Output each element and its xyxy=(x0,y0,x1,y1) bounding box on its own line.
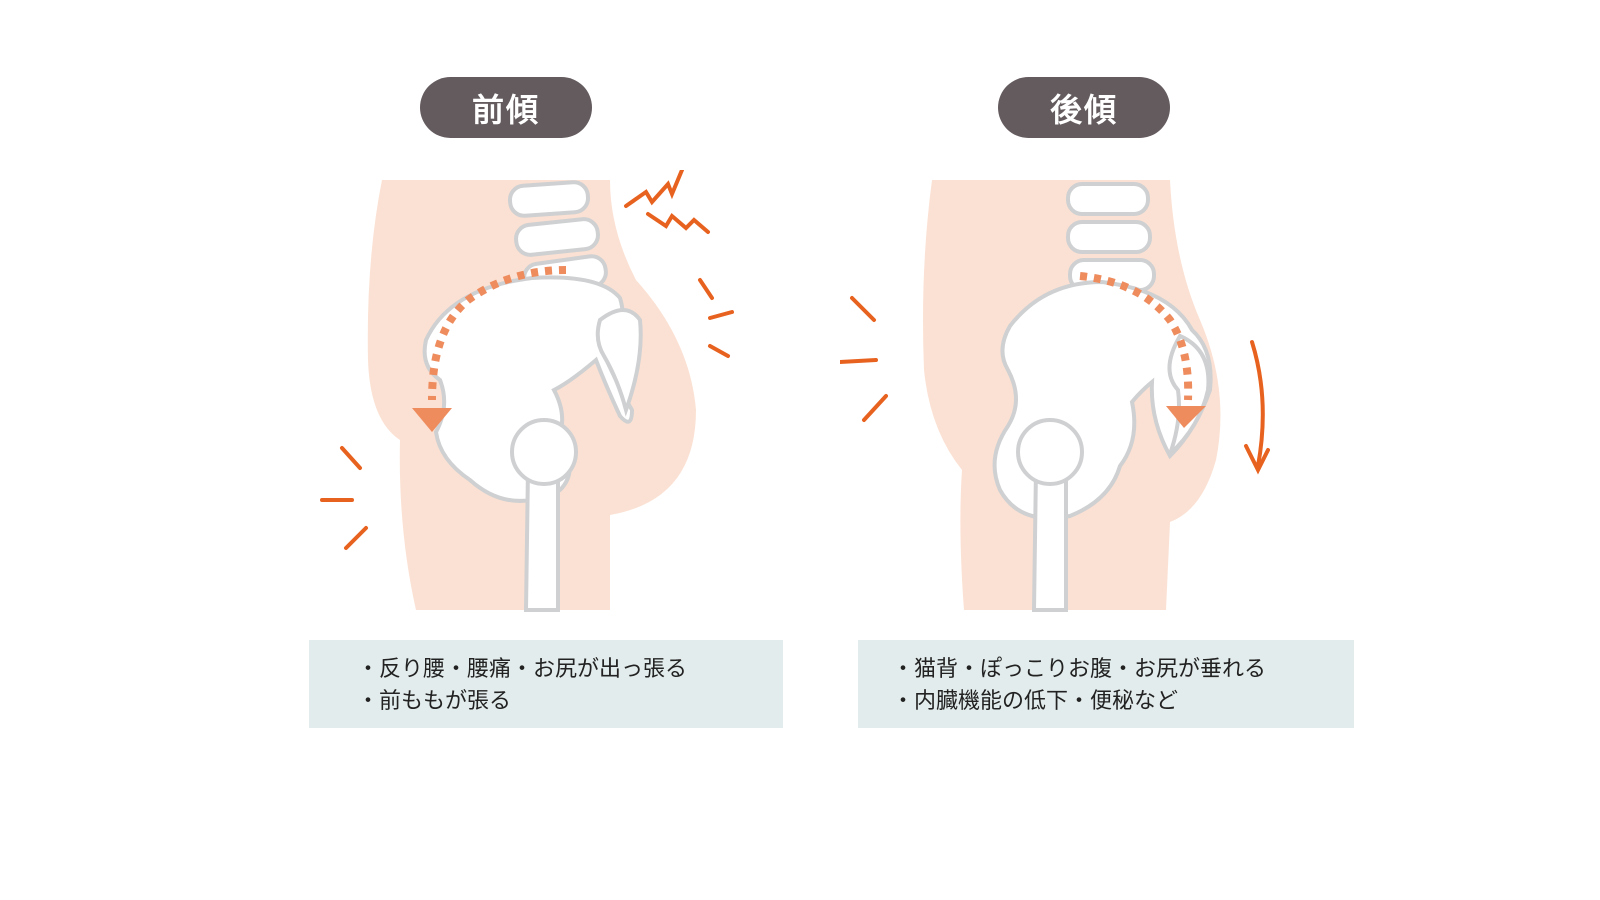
title-posterior-tilt: 後傾 xyxy=(1049,90,1118,129)
title-pill-posterior-tilt: 後傾 xyxy=(998,77,1170,138)
note-line: ・内臓機能の低下・便秘など xyxy=(892,689,1179,714)
note-line: ・猫背・ぽっこりお腹・お尻が垂れる xyxy=(892,657,1267,682)
tilt-dotted-arrow xyxy=(1079,272,1193,401)
emphasis-tick xyxy=(840,358,878,364)
sag-down-arrow xyxy=(1250,340,1265,468)
note-line: ・反り腰・腰痛・お尻が出っ張る xyxy=(357,657,688,682)
pain-zigzag-mark-2 xyxy=(646,212,710,234)
emphasis-tick xyxy=(708,344,730,358)
tilt-arrow-head xyxy=(412,408,452,432)
note-box-posterior-tilt: ・猫背・ぽっこりお腹・お尻が垂れる ・内臓機能の低下・便秘など xyxy=(858,640,1354,728)
pelvis-bone xyxy=(422,275,635,503)
title-pill-anterior-tilt: 前傾 xyxy=(420,77,592,138)
title-anterior-tilt: 前傾 xyxy=(471,90,540,129)
sacrum-bone xyxy=(595,308,643,417)
note-line: ・前ももが張る xyxy=(357,689,512,714)
tilt-arrow-head xyxy=(1166,406,1206,428)
anterior-tilt-illustration xyxy=(320,170,734,612)
femur-bone xyxy=(1016,418,1084,612)
emphasis-tick xyxy=(862,394,888,422)
pain-zigzag-mark xyxy=(624,170,684,208)
emphasis-tick xyxy=(708,310,734,320)
emphasis-tick xyxy=(698,278,714,300)
note-box-anterior-tilt: ・反り腰・腰痛・お尻が出っ張る ・前ももが張る xyxy=(309,640,783,728)
tilt-dotted-arrow xyxy=(428,266,567,401)
posterior-tilt-illustration xyxy=(840,180,1270,612)
sag-down-arrow-head xyxy=(1244,444,1270,475)
femur-bone xyxy=(510,418,578,612)
emphasis-tick xyxy=(344,526,368,550)
emphasis-tick xyxy=(340,446,362,470)
emphasis-tick xyxy=(850,296,876,322)
sacrum-bone xyxy=(1167,333,1211,456)
